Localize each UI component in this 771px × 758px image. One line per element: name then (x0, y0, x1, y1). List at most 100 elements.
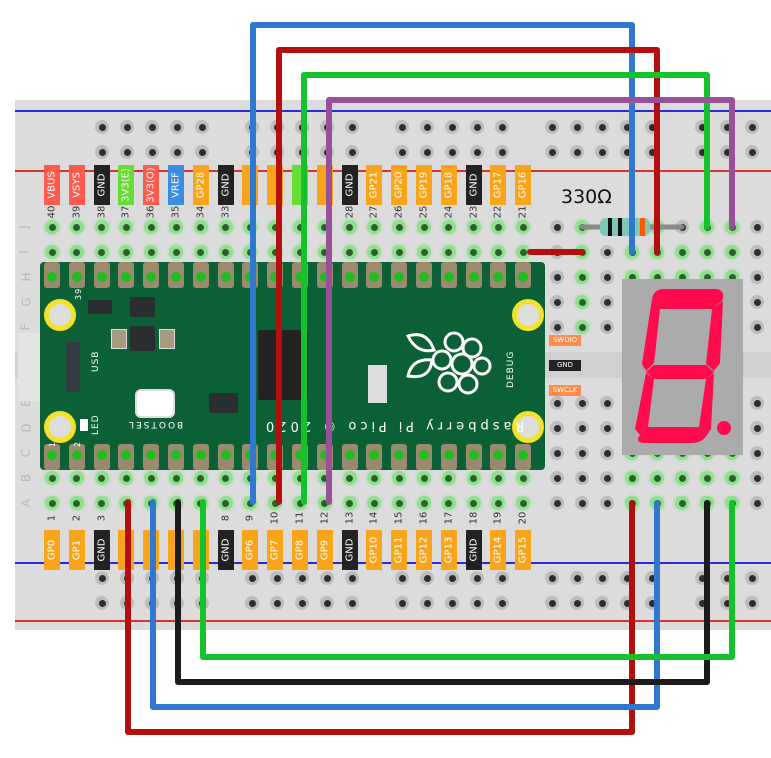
pin-label-gp28: GP28 (192, 165, 209, 205)
breadboard-hole (550, 471, 564, 485)
breadboard-hole (144, 220, 159, 234)
pico-pin-pad (44, 262, 60, 288)
breadboard-hole (45, 496, 59, 510)
breadboard-hole (245, 596, 259, 610)
breadboard-hole (395, 596, 409, 610)
wire-red-bottom (125, 499, 635, 735)
capacitor (111, 329, 127, 349)
breadboard-hole (466, 245, 481, 259)
segment-d (638, 427, 707, 443)
seven-segment-digit (635, 289, 731, 443)
breadboard-hole (320, 596, 334, 610)
pico-pin-pad (490, 262, 507, 288)
breadboard-hole (745, 596, 759, 610)
breadboard-hole (420, 596, 434, 610)
breadboard-hole (550, 320, 564, 334)
breadboard-hole (145, 120, 159, 134)
breadboard-hole (700, 245, 714, 259)
chip (88, 300, 112, 314)
pin-label-gp15: GP15 (515, 530, 532, 570)
breadboard-hole (367, 245, 382, 259)
wire-green-top (301, 72, 710, 505)
debug-swclk-label: SWCLK (549, 385, 581, 396)
breadboard-hole (491, 220, 506, 234)
breadboard-hole (392, 496, 407, 510)
pico-pin-pad (168, 262, 184, 288)
breadboard-hole (595, 596, 609, 610)
breadboard-hole (600, 496, 614, 510)
breadboard-hole (495, 120, 509, 134)
pin-label-3v3e: 3V3(E) (118, 165, 135, 205)
pin-label-gnd: GND (93, 530, 110, 570)
pin-label-vref: VREF (168, 165, 184, 205)
pico-pin-pad (217, 444, 234, 470)
pin-label-gp0: GP0 (44, 530, 60, 570)
resistor-band (608, 218, 612, 236)
pico-pin-pad (366, 444, 383, 470)
top-negative-rail-line (15, 110, 771, 112)
pin-label-vbus: VBUS (44, 165, 60, 205)
breadboard-hole (575, 270, 589, 284)
chip (130, 326, 155, 351)
segment-b (706, 301, 723, 371)
breadboard-hole (420, 120, 434, 134)
breadboard-hole (45, 245, 59, 259)
breadboard-hole (69, 220, 84, 234)
breadboard-hole (367, 220, 382, 234)
breadboard-hole (600, 421, 614, 435)
mount-hole (44, 411, 76, 443)
breadboard-hole (95, 120, 109, 134)
pico-pin-pad (465, 262, 482, 288)
breadboard-hole (441, 220, 456, 234)
chip (209, 393, 238, 413)
pico-pin-pad (391, 444, 408, 470)
breadboard-hole (441, 245, 456, 259)
breadboard-hole (750, 245, 764, 259)
breadboard-hole (395, 571, 409, 585)
pico-pin-pad (93, 262, 110, 288)
pico-pin-pad (118, 262, 135, 288)
breadboard-hole (94, 471, 109, 485)
breadboard-hole (144, 471, 159, 485)
pico-pin-pad (68, 444, 85, 470)
breadboard-hole (550, 396, 564, 410)
wire-black-bottom (175, 499, 710, 685)
pico-pin-pad (217, 262, 234, 288)
breadboard-hole (466, 220, 481, 234)
breadboard-hole (193, 471, 208, 485)
breadboard-hole (575, 295, 589, 309)
breadboard-hole (725, 245, 739, 259)
breadboard-hole (94, 245, 109, 259)
pin-label-gp11: GP11 (391, 530, 408, 570)
breadboard-hole (342, 245, 357, 259)
breadboard-hole (550, 295, 564, 309)
pin-label-gnd: GND (217, 530, 234, 570)
pin-label-gp20: GP20 (391, 165, 408, 205)
breadboard-hole (69, 496, 84, 510)
pin-label-gp16: GP16 (515, 165, 532, 205)
pico-pin-pad (515, 262, 532, 288)
breadboard-hole (218, 496, 233, 510)
breadboard-hole (600, 295, 614, 309)
breadboard-hole (417, 471, 431, 485)
pin-label-gp12: GP12 (416, 530, 432, 570)
breadboard-hole (245, 571, 259, 585)
pico-pin-pad (192, 444, 209, 470)
breadboard-hole (550, 270, 564, 284)
pin-label-gnd: GND (217, 165, 234, 205)
pico-pin-pad (515, 444, 532, 470)
pin-label-gp6: GP6 (242, 530, 259, 570)
breadboard-hole (218, 245, 233, 259)
breadboard-hole (193, 245, 208, 259)
breadboard-hole (750, 471, 764, 485)
pin-label-gnd: GND (93, 165, 110, 205)
breadboard-hole (625, 471, 639, 485)
breadboard-hole (441, 471, 456, 485)
breadboard-hole (600, 245, 614, 259)
pin-label-gp1: GP1 (68, 530, 85, 570)
breadboard-hole (470, 571, 484, 585)
breadboard-hole (395, 120, 409, 134)
usb-shell (66, 342, 80, 392)
bootsel-button[interactable] (135, 389, 175, 418)
